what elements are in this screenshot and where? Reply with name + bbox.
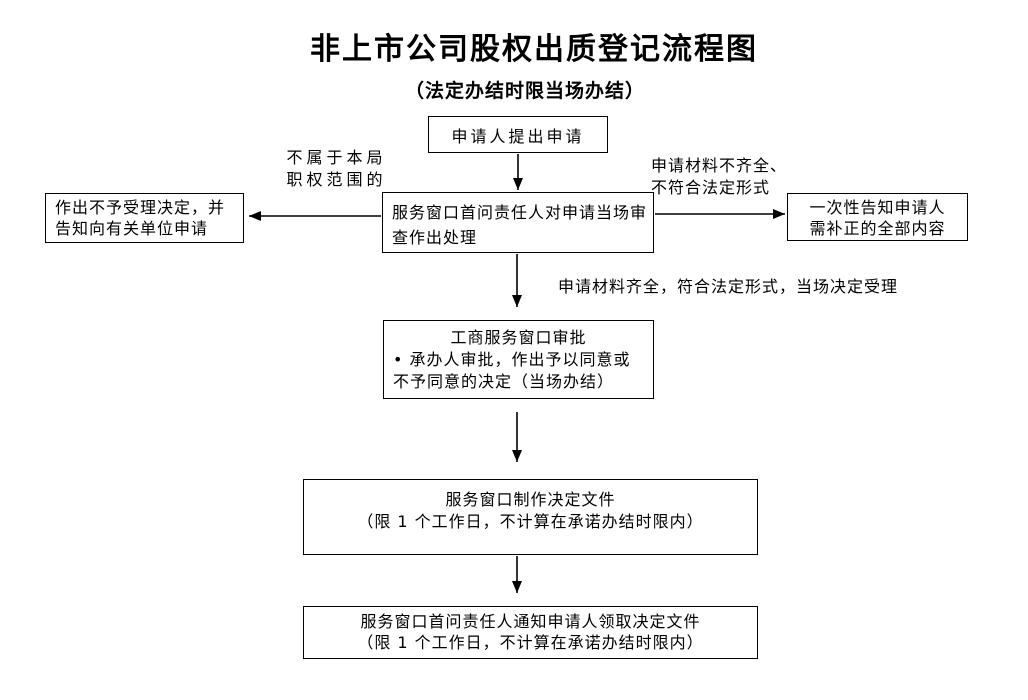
node-applicant-submits-label: 申请人提出申请 — [451, 126, 585, 146]
edge-label-out-of-scope: 不属于本局 职权范围的 — [264, 147, 409, 191]
edge-label-out-of-scope-line-1: 不属于本局 — [286, 148, 387, 167]
edge-label-accepted: 申请材料齐全，符合法定形式，当场决定受理 — [558, 277, 899, 296]
node-prepare-document-line-1: 服务窗口制作决定文件 — [445, 490, 616, 509]
node-window-review-line-2: 查作出处理 — [392, 228, 478, 247]
node-reject-decision: 作出不予受理决定，并 告知向有关单位申请 — [45, 193, 244, 243]
node-reject-decision-line-2: 告知向有关单位申请 — [55, 219, 209, 238]
node-collect-document: 服务窗口首问责任人通知申请人领取决定文件 （限 1 个工作日，不计算在承诺办结时… — [303, 606, 758, 659]
node-window-review: 服务窗口首问责任人对申请当场审 查作出处理 — [382, 192, 654, 253]
node-reject-decision-line-1: 作出不予受理决定，并 — [55, 198, 226, 217]
node-approval: 工商服务窗口审批 • 承办人审批，作出予以同意或 不予同意的决定（当场办结） — [383, 320, 654, 399]
page-title: 非上市公司股权出质登记流程图 — [310, 32, 758, 67]
page-subtitle: （法定办结时限当场办结） — [404, 80, 645, 102]
edge-label-incomplete-line-1: 申请材料不齐全、 — [651, 156, 788, 175]
edge-label-incomplete-line-2: 不符合法定形式 — [651, 178, 771, 197]
edge-label-incomplete-materials: 申请材料不齐全、 不符合法定形式 — [651, 155, 831, 199]
node-prepare-document-line-2: （限 1 个工作日，不计算在承诺办结时限内） — [357, 512, 704, 531]
node-prepare-document: 服务窗口制作决定文件 （限 1 个工作日，不计算在承诺办结时限内） — [303, 479, 758, 555]
node-collect-document-line-1: 服务窗口首问责任人通知申请人领取决定文件 — [360, 612, 701, 631]
node-collect-document-line-2: （限 1 个工作日，不计算在承诺办结时限内） — [357, 633, 704, 652]
node-approval-line-1: • 承办人审批，作出予以同意或 — [393, 350, 631, 369]
node-window-review-line-1: 服务窗口首问责任人对申请当场审 — [392, 203, 648, 222]
node-applicant-submits: 申请人提出申请 — [428, 116, 608, 153]
node-approval-title: 工商服务窗口审批 — [450, 328, 587, 347]
edge-label-out-of-scope-line-2: 职权范围的 — [286, 170, 387, 189]
node-approval-line-2: 不予同意的决定（当场办结） — [393, 372, 615, 391]
node-notify-corrections-line-2: 需补正的全部内容 — [809, 219, 946, 238]
node-notify-corrections-line-1: 一次性告知申请人 — [809, 198, 946, 217]
node-notify-corrections: 一次性告知申请人 需补正的全部内容 — [787, 193, 968, 241]
